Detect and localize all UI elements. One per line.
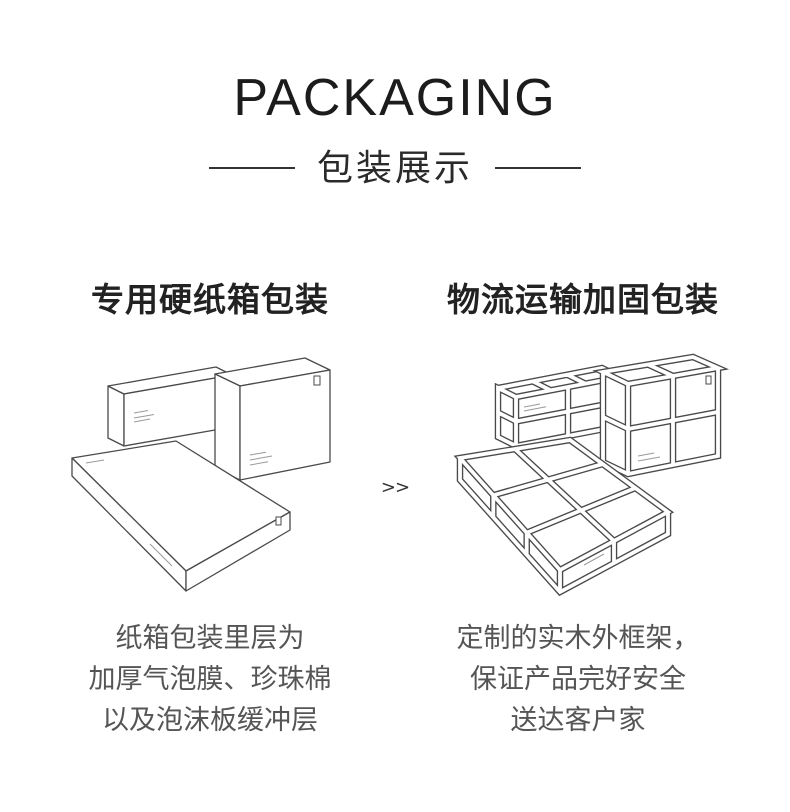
description-line: 加厚气泡膜、珍珠棉 <box>88 664 332 694</box>
crate-section-heading: 物流运输加固包装 <box>447 281 719 318</box>
right-divider-rule <box>495 167 581 169</box>
fragile-icon <box>275 516 282 526</box>
carton-label <box>133 410 155 423</box>
cardboard-boxes-icon <box>71 357 331 592</box>
carton-side-face <box>214 373 241 481</box>
carton-label <box>85 459 173 567</box>
crate-description: 定制的实木外框架， 保证产品完好安全 送达客户家 <box>428 618 728 741</box>
double-chevron-right-icon: >> <box>380 477 410 498</box>
back-crate <box>498 368 620 446</box>
crate-label <box>523 403 547 412</box>
page-subtitle: 包装展示 <box>316 147 473 188</box>
crate-label <box>637 452 661 462</box>
fragile-icon <box>705 375 712 385</box>
description-line: 定制的实木外框架， <box>456 623 700 653</box>
description-line: 纸箱包装里层为 <box>115 623 305 653</box>
fragile-icon <box>313 375 321 386</box>
cube-crate <box>603 357 718 474</box>
crate-face <box>498 368 620 397</box>
cardboard-section-heading: 专用硬纸箱包装 <box>91 281 329 318</box>
wooden-crates-icon <box>450 340 740 605</box>
carton-label <box>249 451 273 466</box>
long-carton <box>107 366 233 447</box>
page-title: PACKAGING <box>233 69 557 127</box>
cardboard-description: 纸箱包装里层为 加厚气泡膜、珍珠棉 以及泡沫板缓冲层 <box>60 618 360 741</box>
subtitle-row: 包装展示 <box>0 146 790 190</box>
flat-carton <box>71 440 291 592</box>
carton-side-face <box>185 511 291 592</box>
description-line: 送达客户家 <box>510 705 646 735</box>
crate-label <box>583 553 605 566</box>
carton-front-face <box>239 369 331 481</box>
left-divider-rule <box>208 167 295 169</box>
description-line: 以及泡沫板缓冲层 <box>102 705 318 735</box>
cube-carton <box>214 357 331 481</box>
description-line: 保证产品完好安全 <box>470 664 686 694</box>
carton-end-face <box>107 385 125 447</box>
flat-crate <box>460 440 668 592</box>
crate-face <box>460 458 560 592</box>
